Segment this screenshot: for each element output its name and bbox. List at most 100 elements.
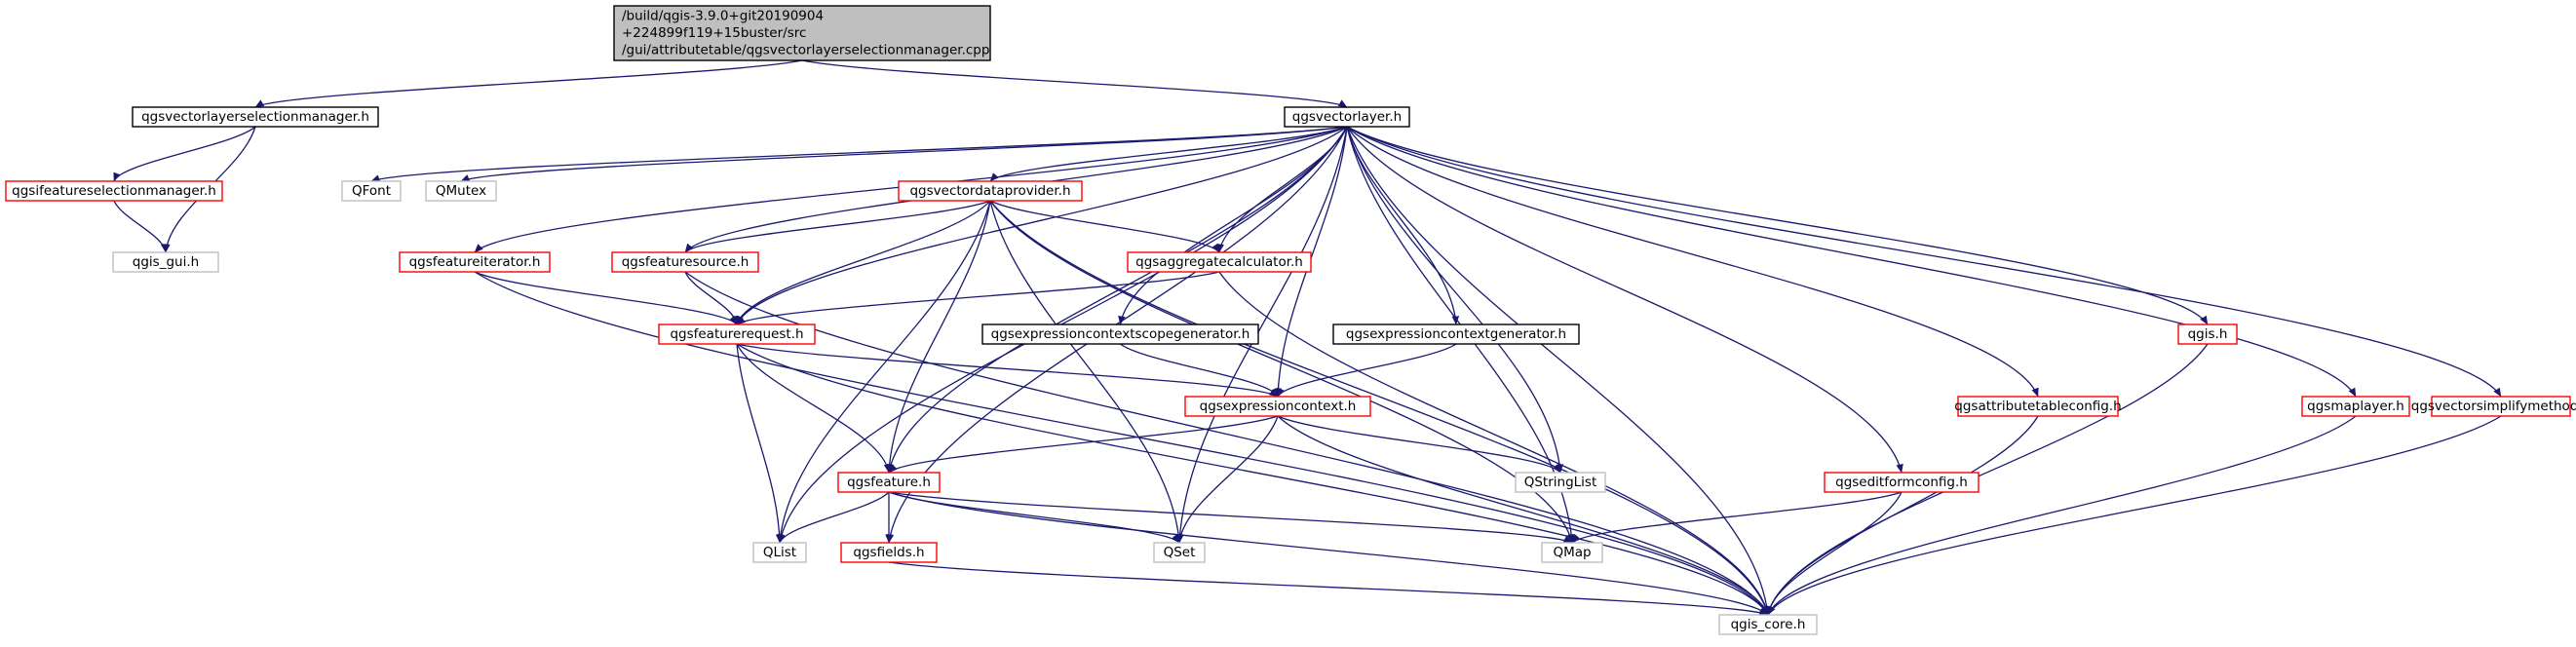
node-qmap[interactable]: QMap <box>1541 542 1603 563</box>
edge-path <box>1218 271 1770 616</box>
node-core[interactable]: qgis_core.h <box>1718 614 1818 635</box>
edge-fs-to-core <box>684 271 1769 616</box>
edge-path <box>989 200 1183 544</box>
edge-vdp-to-qlist <box>776 200 991 544</box>
node-vl[interactable]: qgsvectorlayer.h <box>1284 106 1410 128</box>
edge-vl-to-qmutex <box>460 126 1348 182</box>
edge-path <box>113 126 256 182</box>
node-box-atc <box>1957 396 2119 417</box>
node-label-gui: qgis_gui.h <box>133 254 199 270</box>
edge-fr-to-ec <box>736 343 1279 398</box>
node-box-vl <box>1284 106 1410 128</box>
nodes-layer: /build/qgis-3.9.0+git20190904+224899f119… <box>5 5 2576 635</box>
edge-fi-to-fr <box>474 271 738 325</box>
edge-path <box>1765 415 2039 616</box>
edge-vl-to-fi <box>474 126 1348 253</box>
edge-path <box>1346 126 1903 474</box>
edge-path <box>888 415 1279 474</box>
node-qmutex[interactable]: QMutex <box>425 180 497 202</box>
node-label-ecsg: qgsexpressioncontextscopegenerator.h <box>991 326 1250 342</box>
node-label-ec: qgsexpressioncontext.h <box>1200 399 1357 414</box>
node-label-fr: qgsfeaturerequest.h <box>670 326 803 342</box>
edge-path <box>1346 126 2357 398</box>
node-box-ifsm <box>5 180 223 202</box>
node-box-ac <box>1127 251 1312 273</box>
node-box-feat <box>837 472 941 493</box>
node-box-qmutex <box>425 180 497 202</box>
node-box-fr <box>658 324 816 345</box>
edge-root-to-vl <box>801 59 1348 108</box>
node-box-fs <box>611 251 759 273</box>
node-ac[interactable]: qgsaggregatecalculator.h <box>1127 251 1312 273</box>
node-box-qset <box>1153 542 1206 563</box>
node-label-ac: qgsaggregatecalculator.h <box>1135 254 1303 270</box>
edge-path <box>1767 415 2502 616</box>
node-feat[interactable]: qgsfeature.h <box>837 472 941 493</box>
node-qlist[interactable]: QList <box>752 542 807 563</box>
node-root[interactable]: /build/qgis-3.9.0+git20190904+224899f119… <box>613 5 991 61</box>
node-label-atc: qgsattributetableconfig.h <box>1954 399 2121 414</box>
node-ecsg[interactable]: qgsexpressioncontextscopegenerator.h <box>981 324 1259 345</box>
node-box-efc <box>1824 472 1980 493</box>
node-ifsm[interactable]: qgsifeatureselectionmanager.h <box>5 180 223 202</box>
node-qgis[interactable]: qgis.h <box>2177 324 2238 345</box>
node-fi[interactable]: qgsfeatureiterator.h <box>399 251 551 273</box>
node-gui[interactable]: qgis_gui.h <box>112 251 219 273</box>
node-box-qmap <box>1541 542 1603 563</box>
node-label-ecg: qgsexpressioncontextgenerator.h <box>1346 326 1566 342</box>
node-label-vlsm: qgsvectorlayerselectionmanager.h <box>141 109 369 125</box>
node-fields[interactable]: qgsfields.h <box>840 542 938 563</box>
node-label-efc: qgseditformconfig.h <box>1835 475 1968 490</box>
node-box-ecg <box>1332 324 1580 345</box>
node-label-root-line-1: /build/qgis-3.9.0+git20190904 <box>622 9 824 24</box>
node-efc[interactable]: qgseditformconfig.h <box>1824 472 1980 493</box>
edge-path <box>1571 491 1903 544</box>
edge-vdp-to-qset <box>989 200 1183 544</box>
edge-path <box>1277 415 1769 616</box>
node-ec[interactable]: qgsexpressioncontext.h <box>1184 396 1371 417</box>
edge-vdp-to-core <box>989 200 1770 616</box>
node-vdp[interactable]: qgsvectordataprovider.h <box>898 180 1083 202</box>
edge-path <box>1346 126 1771 616</box>
edge-vl-to-qgis <box>1346 126 2209 325</box>
edge-path <box>736 343 1279 398</box>
node-label-qset: QSet <box>1164 545 1196 560</box>
node-ecg[interactable]: qgsexpressioncontextgenerator.h <box>1332 324 1580 345</box>
node-ml[interactable]: qgsmaplayer.h <box>2301 396 2410 417</box>
edge-vl-to-feat <box>886 126 1348 474</box>
edge-vl-to-vsm <box>1346 126 2502 398</box>
node-atc[interactable]: qgsattributetableconfig.h <box>1954 396 2122 417</box>
edge-path <box>1120 343 1279 398</box>
edge-path <box>888 491 1573 544</box>
edge-path <box>1216 126 1348 253</box>
node-qset[interactable]: QSet <box>1153 542 1206 563</box>
node-qstringlist[interactable]: QStringList <box>1515 472 1606 493</box>
node-label-root-line-2: +224899f119+15buster/src <box>622 25 806 41</box>
node-vlsm[interactable]: qgsvectorlayerselectionmanager.h <box>132 106 379 128</box>
edge-path <box>1346 126 1460 325</box>
node-fs[interactable]: qgsfeaturesource.h <box>611 251 759 273</box>
edge-vl-to-efc <box>1346 126 1903 474</box>
edge-fs-to-fr <box>684 271 740 325</box>
edge-feat-to-qlist <box>778 491 890 544</box>
node-fr[interactable]: qgsfeaturerequest.h <box>658 324 816 345</box>
node-box-gui <box>112 251 219 273</box>
node-label-qmap: QMap <box>1553 545 1591 560</box>
edge-ml-to-core <box>1767 415 2357 616</box>
node-label-qstringlist: QStringList <box>1524 475 1597 490</box>
edge-ec-to-feat <box>888 415 1279 474</box>
edge-path <box>888 491 1180 544</box>
edge-vdp-to-ac <box>989 200 1220 253</box>
edge-path <box>736 343 892 474</box>
node-qfont[interactable]: QFont <box>341 180 402 202</box>
edge-path <box>736 126 1348 325</box>
edge-ec-to-qset <box>1176 415 1279 544</box>
edge-vdp-to-fr <box>735 200 991 325</box>
edge-path <box>1277 415 1561 474</box>
node-box-qlist <box>752 542 807 563</box>
node-vsm[interactable]: qgsvectorsimplifymethod.h <box>2411 396 2576 417</box>
edge-vl-to-ecg <box>1346 126 1460 325</box>
edge-feat-to-core <box>888 491 1769 616</box>
edge-path <box>1277 343 1457 398</box>
